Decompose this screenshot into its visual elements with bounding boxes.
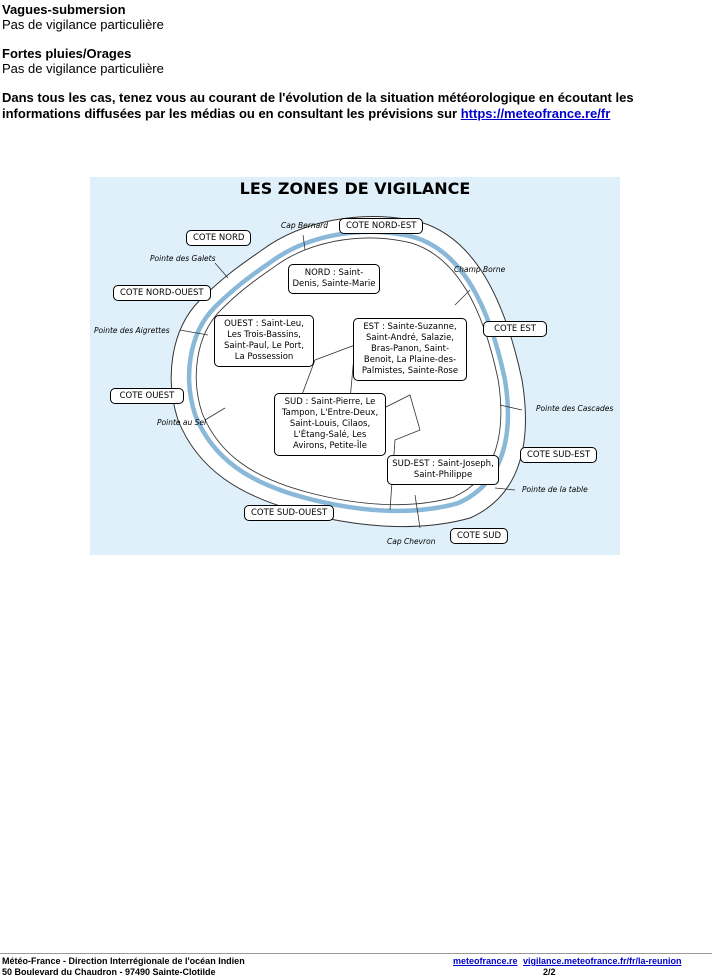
point-label: Champ Borne: [454, 265, 506, 274]
point-label: Cap Chevron: [387, 537, 436, 546]
point-label: Pointe des Cascades: [536, 404, 614, 413]
footer-link-meteofrance[interactable]: meteofrance.re: [453, 956, 518, 966]
coast-label: COTE SUD-OUEST: [244, 505, 335, 521]
section-title: Vagues-submersion: [2, 2, 126, 17]
map-title: LES ZONES DE VIGILANCE: [239, 179, 471, 198]
point-label: Pointe des Galets: [150, 254, 216, 263]
footer-divider: [0, 953, 712, 954]
coast-label: COTE SUD-EST: [520, 447, 598, 463]
section-title: Fortes pluies/Orages: [2, 46, 132, 61]
section-text: Pas de vigilance particulière: [2, 17, 164, 32]
coast-label: COTE OUEST: [110, 388, 184, 404]
page-number: 2/2: [543, 967, 556, 977]
point-label: Cap Bernard: [281, 221, 329, 230]
point-label: Pointe de la table: [522, 485, 588, 494]
notice-text: Dans tous les cas, tenez vous au courant…: [2, 90, 634, 121]
zone-est: EST : Sainte-Suzanne, Saint-André, Salaz…: [353, 318, 467, 381]
vigilance-zones-map: LES ZONES DE VIGILANCE COTE NORD COTE NO…: [90, 177, 620, 555]
zone-nord: NORD : Saint-Denis, Sainte-Marie: [288, 264, 380, 294]
section-text: Pas de vigilance particulière: [2, 61, 164, 76]
meteofrance-link[interactable]: https://meteofrance.re/fr: [460, 106, 611, 121]
notice: Dans tous les cas, tenez vous au courant…: [2, 90, 707, 122]
zone-sud: SUD : Saint-Pierre, Le Tampon, L'Entre-D…: [274, 393, 386, 456]
coast-label: COTE NORD-EST: [339, 218, 424, 234]
zone-ouest: OUEST : Saint-Leu, Les Trois-Bassins, Sa…: [214, 315, 314, 367]
footer-org: Météo-France - Direction Interrégionale …: [2, 956, 245, 966]
coast-label: COTE NORD: [186, 230, 252, 246]
footer-address: 50 Boulevard du Chaudron - 97490 Sainte-…: [2, 967, 216, 977]
zone-sud-est: SUD-EST : Saint-Joseph, Saint-Philippe: [387, 455, 499, 485]
coast-label: COTE SUD: [450, 528, 508, 544]
coast-label: COTE EST: [483, 321, 547, 337]
island-outline: [170, 216, 526, 529]
point-label: Pointe au Sel: [157, 418, 207, 427]
footer-link-vigilance[interactable]: vigilance.meteofrance.fr/fr/la-reunion: [523, 956, 682, 966]
coast-label: COTE NORD-OUEST: [113, 285, 211, 301]
point-label: Pointe des Aigrettes: [94, 326, 170, 335]
